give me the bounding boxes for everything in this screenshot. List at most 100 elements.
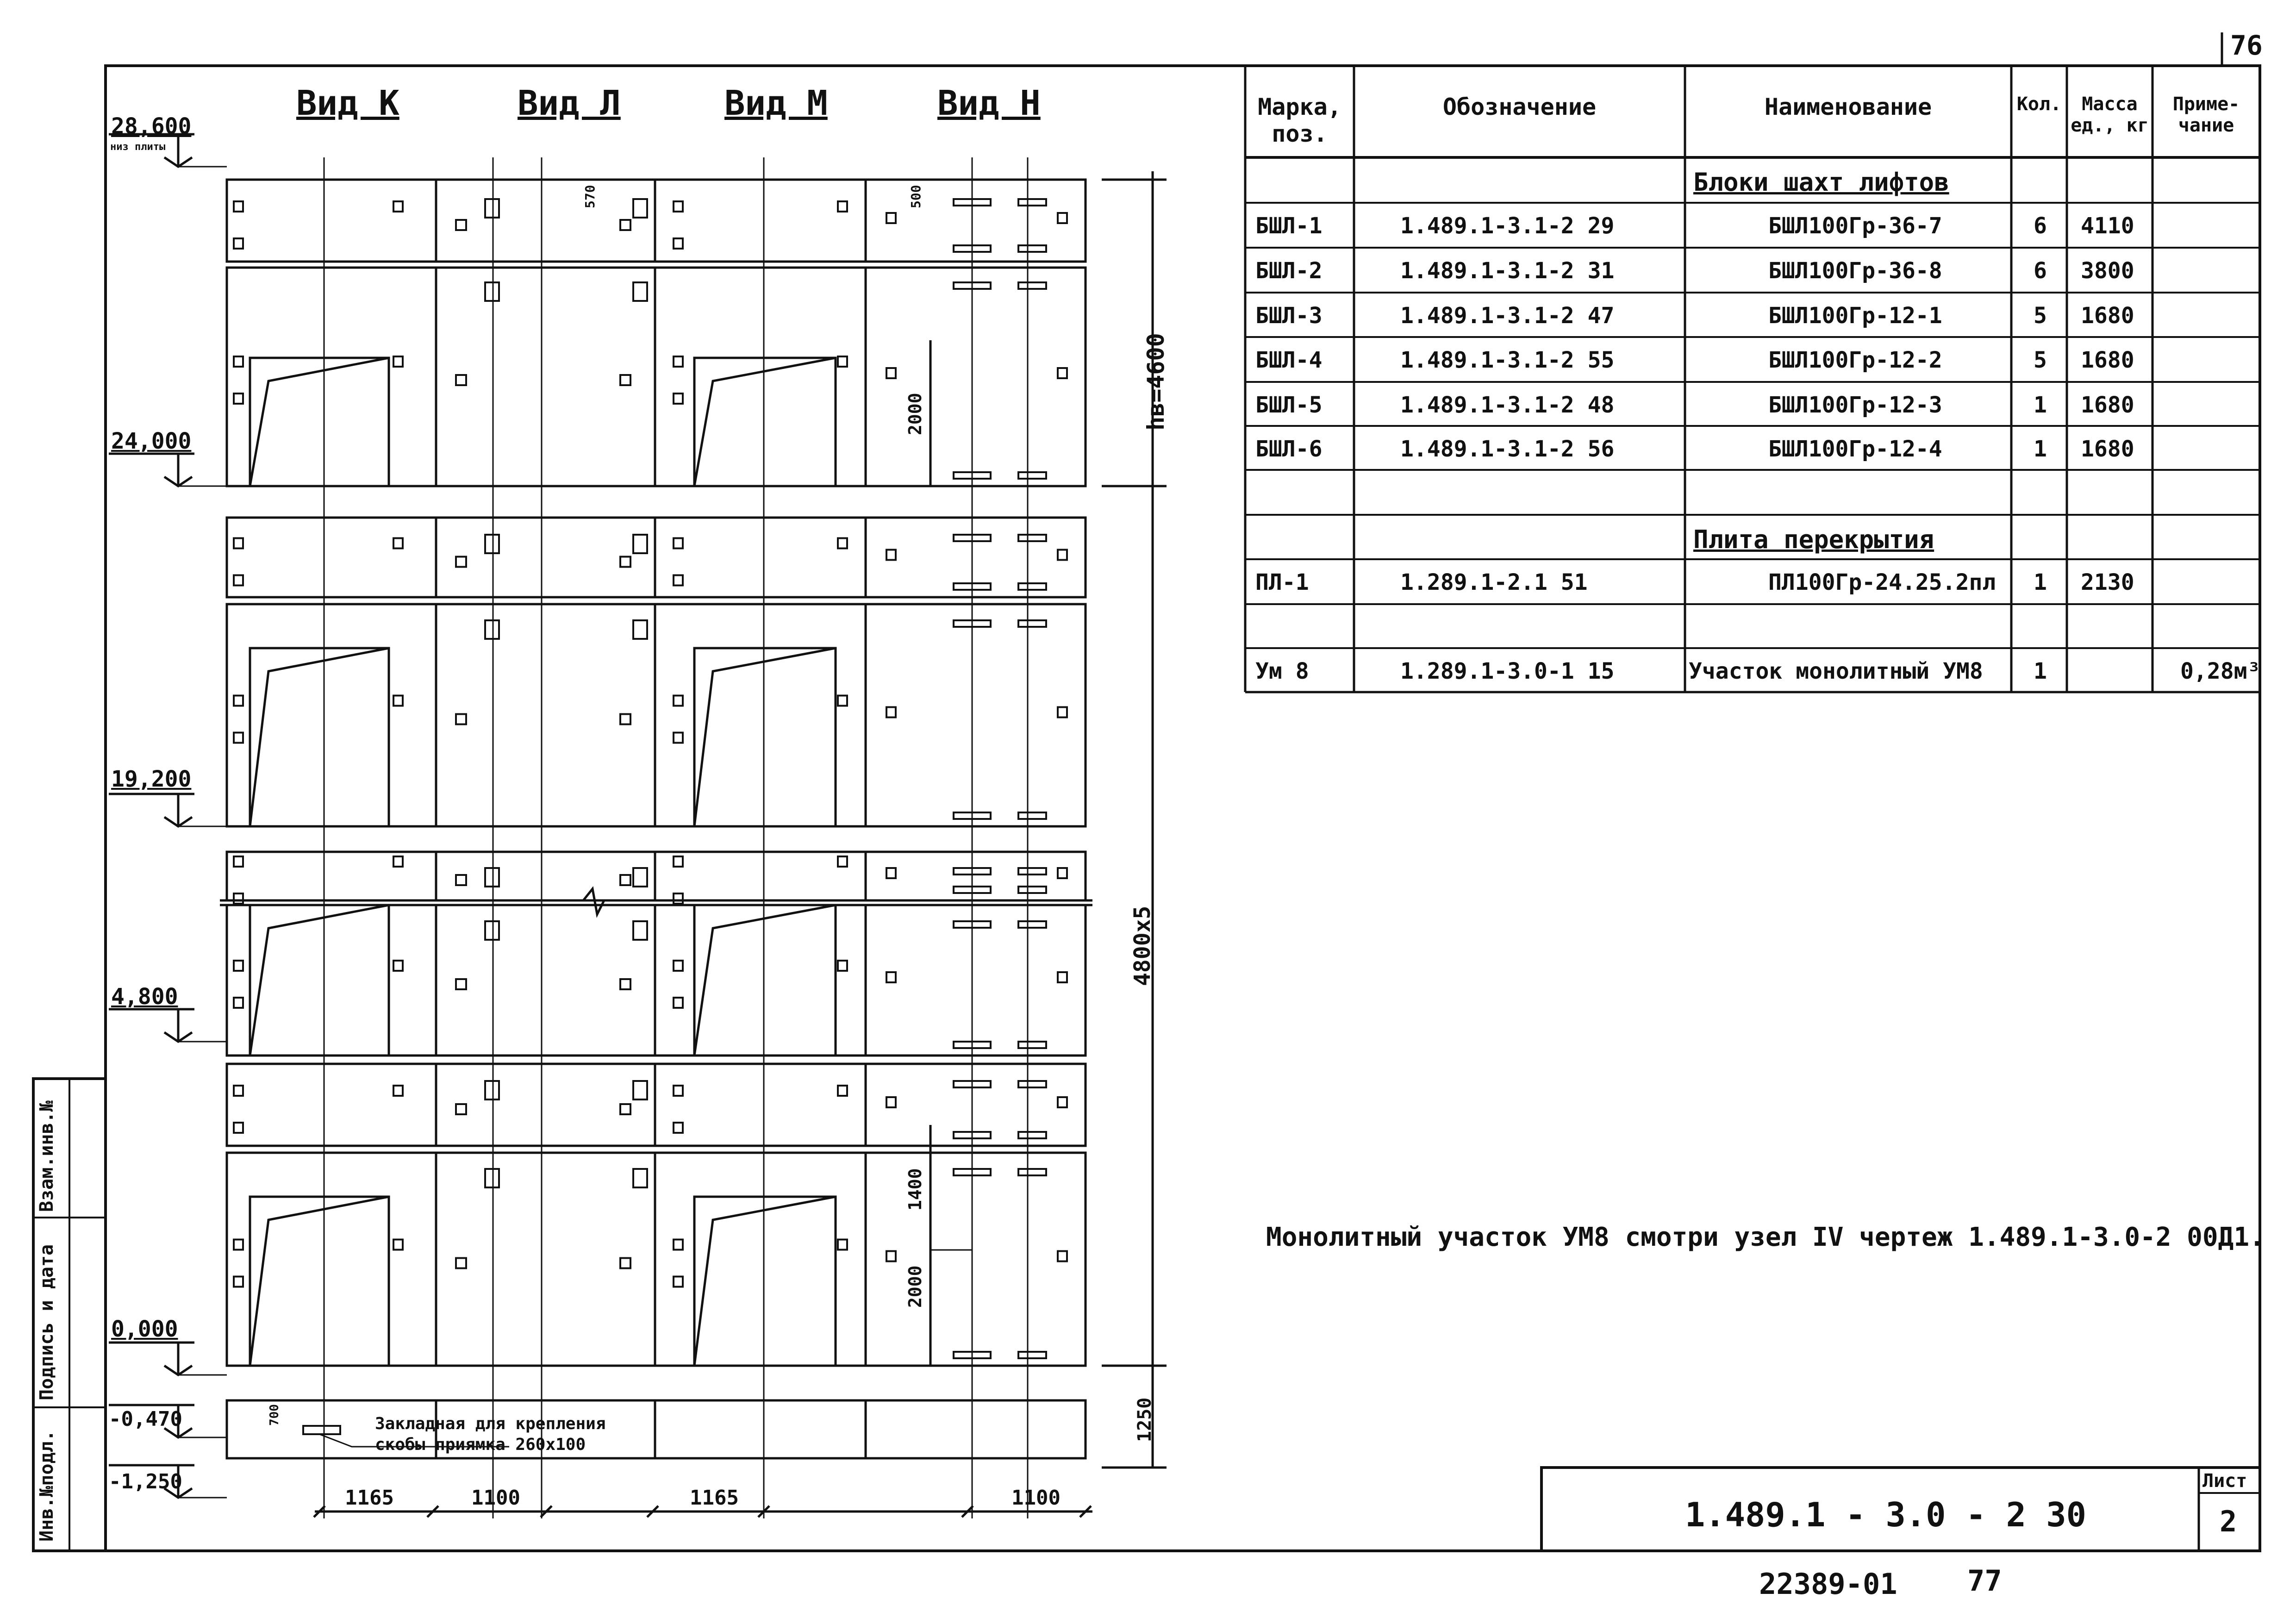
cell-name: Участок монолитный УМ8 bbox=[1689, 658, 1983, 684]
embedded-part bbox=[673, 393, 684, 405]
embedded-part bbox=[1017, 582, 1047, 591]
embedded-part bbox=[953, 886, 992, 894]
cell-designation: 1.289.1-2.1 51 bbox=[1400, 569, 1588, 595]
shaft-outline bbox=[249, 356, 390, 487]
cell-mark: БШЛ-1 bbox=[1255, 213, 1323, 239]
level-19200: 19,200 bbox=[111, 766, 192, 792]
cell-mark: ПЛ-1 bbox=[1255, 569, 1309, 595]
embedded-part bbox=[632, 281, 648, 302]
title-block bbox=[1540, 1466, 2261, 1552]
cell-mass: 1680 bbox=[2081, 392, 2134, 418]
embedded-part bbox=[619, 556, 631, 568]
sheet-frame bbox=[104, 64, 2261, 1552]
dim-bottom-1165-b: 1165 bbox=[690, 1486, 739, 1510]
embedded-part bbox=[673, 1275, 684, 1288]
embedded-part bbox=[393, 694, 404, 707]
embedded-part bbox=[673, 1122, 684, 1134]
embedded-part bbox=[953, 281, 992, 290]
embedded-part bbox=[619, 219, 631, 231]
embedded-part bbox=[233, 1238, 244, 1251]
embedded-part bbox=[619, 1257, 631, 1269]
embedded-part bbox=[619, 874, 631, 886]
cell-designation: 1.489.1-3.1-2 47 bbox=[1400, 303, 1615, 329]
cell-designation: 1.289.1-3.0-1 15 bbox=[1400, 658, 1615, 684]
pit-note-line2: скобы приямка 260x100 bbox=[375, 1435, 586, 1454]
embedded-part bbox=[233, 200, 244, 212]
archive-number: 22389-01 bbox=[1759, 1567, 1897, 1601]
embedded-part bbox=[1017, 920, 1047, 929]
embedded-part bbox=[837, 1238, 848, 1251]
embedded-part bbox=[673, 960, 684, 972]
embedded-part bbox=[953, 534, 992, 542]
sheet-label: Лист bbox=[2202, 1470, 2247, 1492]
cell-mark: Ум 8 bbox=[1255, 658, 1309, 684]
dim-pit-700: 700 bbox=[268, 1404, 281, 1426]
embedded-part bbox=[455, 1103, 467, 1115]
embedded-part bbox=[632, 619, 648, 640]
cell-mark: БШЛ-6 bbox=[1255, 436, 1323, 462]
cell-name: БШЛ100Гр-12-2 bbox=[1768, 347, 1942, 373]
embedded-part bbox=[673, 694, 684, 707]
embedded-part bbox=[953, 867, 992, 875]
embedded-part bbox=[1057, 549, 1068, 561]
embedded-part bbox=[837, 960, 848, 972]
embedded-part bbox=[632, 534, 648, 554]
embedded-part bbox=[393, 1238, 404, 1251]
embedded-part bbox=[1057, 212, 1068, 224]
embedded-part bbox=[1017, 471, 1047, 480]
embedded-part bbox=[619, 978, 631, 990]
embedded-part bbox=[953, 582, 992, 591]
embedded-part bbox=[837, 537, 848, 550]
stamp-podpis: Подпись и дата bbox=[36, 1244, 57, 1400]
cell-mark: БШЛ-2 bbox=[1255, 258, 1323, 284]
cell-note: 0,28м³ bbox=[2180, 658, 2261, 684]
embedded-part bbox=[393, 1085, 404, 1097]
level-28600-note: низ плиты bbox=[110, 141, 166, 153]
embedded-part bbox=[233, 997, 244, 1009]
header-mark: Марка, поз. bbox=[1258, 94, 1341, 147]
view-m-title: Вид М bbox=[724, 83, 828, 123]
embedded-part bbox=[673, 997, 684, 1009]
dim-total-height: 4800x5 bbox=[1129, 906, 1155, 986]
dim-bottom-1100-a: 1100 bbox=[471, 1486, 520, 1510]
cell-qty: 5 bbox=[2034, 347, 2047, 373]
shaft-outline bbox=[693, 356, 837, 487]
embedded-part bbox=[233, 1085, 244, 1097]
embedded-part bbox=[1017, 619, 1047, 628]
embedded-part bbox=[953, 198, 992, 206]
page-number: 77 bbox=[1967, 1564, 2002, 1598]
cell-section-title: Блоки шахт лифтов bbox=[1693, 168, 1949, 197]
embedded-part bbox=[673, 1238, 684, 1251]
embedded-part bbox=[1057, 367, 1068, 379]
embedded-part bbox=[1017, 244, 1047, 253]
embedded-part bbox=[484, 198, 500, 219]
embedded-part bbox=[1017, 534, 1047, 542]
dimension-tick bbox=[961, 1505, 974, 1518]
dim-height-hv: hв=4600 bbox=[1142, 333, 1169, 431]
shaft-diagonal bbox=[249, 904, 389, 1056]
dim-bottom-1165-a: 1165 bbox=[345, 1486, 394, 1510]
embedded-part bbox=[484, 619, 500, 640]
cell-name: ПЛ100Гр-24.25.2пл bbox=[1768, 569, 1996, 595]
embedded-part bbox=[455, 374, 467, 386]
embedded-part bbox=[673, 356, 684, 368]
cell-qty: 1 bbox=[2034, 436, 2047, 462]
embedded-part bbox=[673, 200, 684, 212]
cell-mass: 3800 bbox=[2081, 258, 2134, 284]
embedded-part bbox=[953, 471, 992, 480]
cell-mark: БШЛ-4 bbox=[1255, 347, 1323, 373]
embedded-part bbox=[484, 920, 500, 941]
embedded-part bbox=[619, 713, 631, 725]
cell-name: БШЛ100Гр-12-4 bbox=[1768, 436, 1942, 462]
cell-qty: 1 bbox=[2034, 392, 2047, 418]
cell-mark: БШЛ-5 bbox=[1255, 392, 1323, 418]
pit-note-line1: Закладная для крепления bbox=[375, 1414, 606, 1433]
embedded-part bbox=[455, 219, 467, 231]
cell-designation: 1.489.1-3.1-2 31 bbox=[1400, 258, 1615, 284]
embedded-part bbox=[837, 1085, 848, 1097]
embedded-part bbox=[233, 1122, 244, 1134]
embedded-part bbox=[233, 856, 244, 868]
embedded-part bbox=[484, 867, 500, 887]
embedded-part bbox=[455, 556, 467, 568]
